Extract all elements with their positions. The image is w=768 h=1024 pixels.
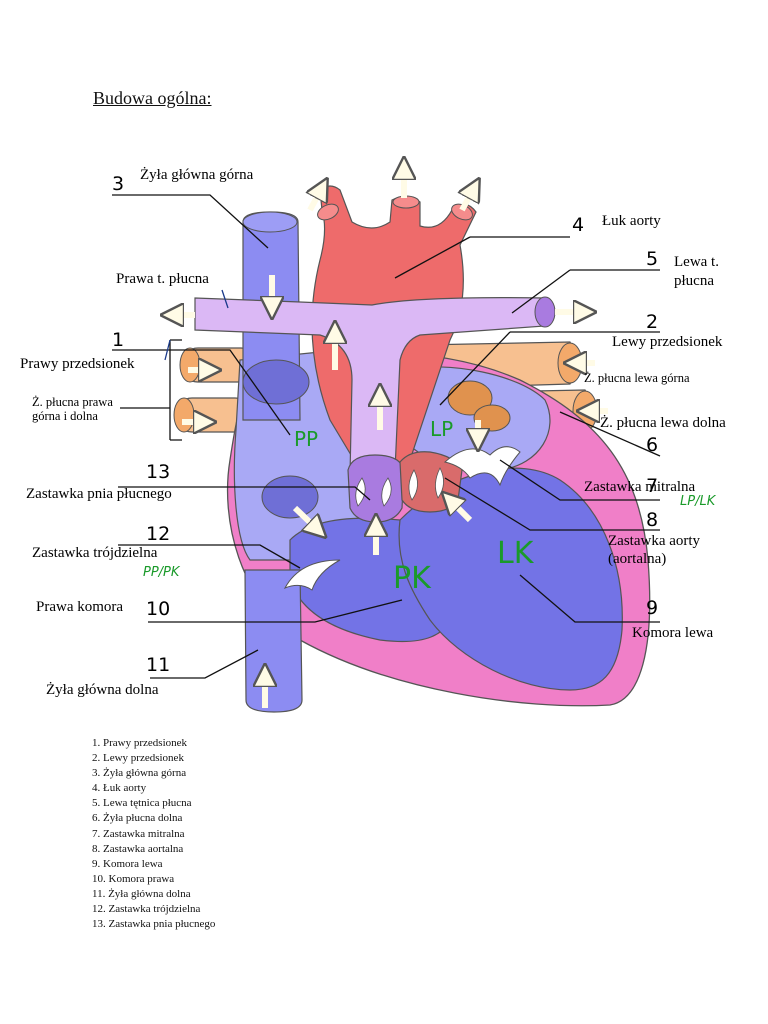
label-zyla-glowna-dolna: Żyła główna dolna <box>46 682 159 698</box>
label-komora-lewa: Komora lewa <box>632 625 714 641</box>
label-prawa-komora: Prawa komora <box>36 599 123 615</box>
leader-lines <box>112 194 661 679</box>
legend-item: 3. Żyła główna górna <box>92 767 187 780</box>
label-zastawka-pnia-plucnego: Zastawka pnia płucnego <box>26 486 172 502</box>
label-zastawka-aorty-2: (aortalna) <box>608 551 666 567</box>
handwritten-pp-pk: PP/PK <box>143 565 181 580</box>
label-prawy-przedsionek: Prawy przedsionek <box>20 356 135 372</box>
label-lewy-przedsionek: Lewy przedsionek <box>612 334 723 350</box>
flow-arrows <box>172 168 608 708</box>
legend-item: 2. Lewy przedsionek <box>92 752 184 765</box>
label-number-8: 8 <box>646 509 658 531</box>
label-number-6: 6 <box>646 434 658 456</box>
inferior-vena-cava <box>244 569 303 713</box>
tricuspid-valve <box>283 559 341 591</box>
legend-item: 8. Zastawka aortalna <box>92 842 184 855</box>
label-lewa-t-plucna-2: płucna <box>674 273 714 289</box>
legend-item: 7. Zastawka mitralna <box>92 827 185 840</box>
label-z-plucna-prawa-1: Ż. płucna prawa <box>32 395 113 409</box>
ivc-opening <box>261 475 319 519</box>
label-prawa-t-plucna: Prawa t. płucna <box>116 271 209 287</box>
label-number-9: 9 <box>646 597 658 619</box>
label-z-plucna-prawa-2: górna i dolna <box>32 409 98 423</box>
page-title: Budowa ogólna: <box>93 88 212 108</box>
pulmonary-vein-opening <box>447 380 493 416</box>
legend-item: 5. Lewa tętnica płucna <box>92 797 192 810</box>
legend-item: 12. Zastawka trójdzielna <box>92 903 201 916</box>
label-number-2: 2 <box>646 311 658 333</box>
label-number-10: 10 <box>146 598 170 620</box>
label-number-7: 7 <box>646 475 658 497</box>
label-number-4: 4 <box>572 214 584 236</box>
handwritten-lp-lk: LP/LK <box>680 494 717 509</box>
pulmonary-vein-opening <box>473 404 511 432</box>
label-number-12: 12 <box>146 523 170 545</box>
label-number-3: 3 <box>112 173 124 195</box>
label-zastawka-trojdzielna: Zastawka trójdzielna <box>32 545 158 561</box>
label-number-5: 5 <box>646 248 658 270</box>
handwritten-pp: PP <box>294 427 318 451</box>
handwritten-lp: LP <box>430 417 453 441</box>
handwritten-lk: LK <box>497 536 535 571</box>
label-number-1: 1 <box>112 329 124 351</box>
legend-item: 10. Komora prawa <box>92 872 175 885</box>
svc-opening <box>242 359 310 405</box>
legend-item: 6. Żyła płucna dolna <box>92 812 183 825</box>
label-luk-aorty: Łuk aorty <box>602 213 661 229</box>
legend-list: 1. Prawy przedsionek 2. Lewy przedsionek… <box>92 736 215 932</box>
label-zyla-glowna-gorna: Żyła główna górna <box>140 167 254 183</box>
legend-item: 13. Zastawka pnia płucnego <box>92 918 216 931</box>
label-number-11: 11 <box>146 654 170 676</box>
label-z-plucna-lewa-gorna: Ż. płucna lewa górna <box>584 371 690 385</box>
legend-item: 11. Żyła główna dolna <box>92 887 191 900</box>
handwritten-pk: PK <box>393 561 432 596</box>
label-z-plucna-lewa-dolna: Ż. płucna lewa dolna <box>600 415 726 431</box>
mitral-valve <box>443 446 521 487</box>
legend-item: 1. Prawy przedsionek <box>92 737 188 749</box>
legend-item: 4. Łuk aorty <box>92 782 147 795</box>
left-ventricle <box>398 467 623 691</box>
label-zastawka-aorty-1: Zastawka aorty <box>608 533 701 549</box>
label-zastawka-mitralna: Zastawka mitralna <box>584 479 696 495</box>
legend-item: 9. Komora lewa <box>92 857 163 870</box>
label-lewa-t-plucna-1: Lewa t. <box>674 254 719 270</box>
label-number-13: 13 <box>146 461 170 483</box>
